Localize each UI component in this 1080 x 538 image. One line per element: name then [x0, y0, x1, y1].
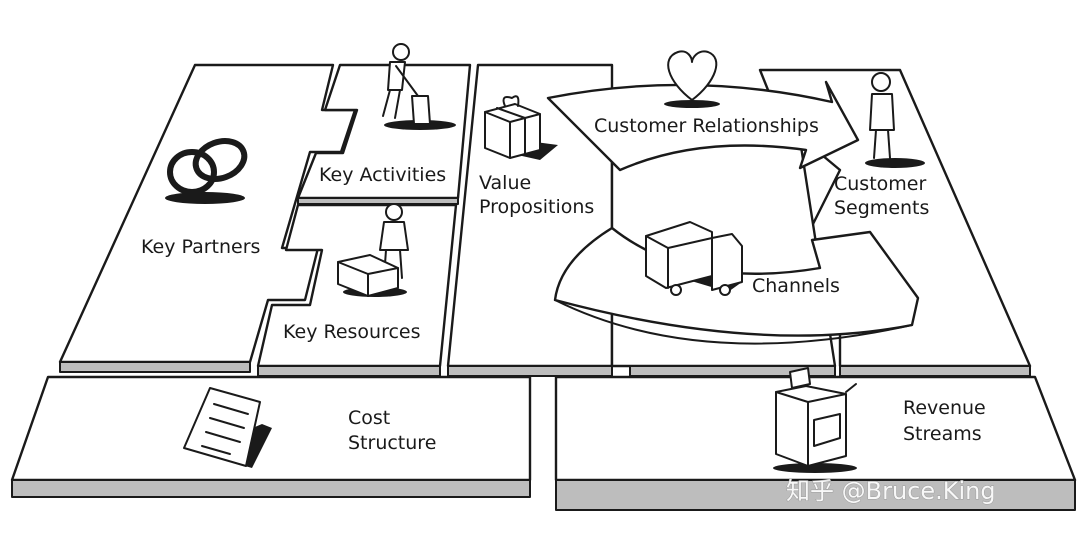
customer-relationships-label: Customer Relationships [594, 115, 819, 137]
customer-segments-label-line2: Segments [834, 197, 929, 219]
revenue-streams-label-line1: Revenue [903, 397, 986, 419]
key-partners-block [58, 63, 357, 373]
document-icon [183, 387, 272, 468]
value-propositions-label-line2: Propositions [479, 196, 594, 218]
key-partners-label: Key Partners [141, 236, 260, 258]
revenue-streams-label-line2: Streams [903, 423, 982, 445]
cost-structure-label-line2: Structure [348, 432, 436, 454]
cash-register-icon [773, 367, 857, 473]
key-activities-label: Key Activities [319, 164, 446, 186]
heart-icon [664, 50, 720, 108]
customer-relationships-arrow [546, 80, 860, 172]
digging-person-icon [382, 43, 456, 130]
channels-label: Channels [752, 275, 840, 297]
delivery-truck-icon [645, 221, 743, 296]
cost-structure-block [10, 375, 532, 498]
customer-segments-label-line1: Customer [834, 173, 926, 195]
gift-box-icon [484, 95, 558, 160]
watermark-text: 知乎 @Bruce.King [786, 477, 996, 505]
worker-with-cart-icon [337, 203, 409, 297]
standing-person-icon [865, 72, 925, 168]
cost-structure-label-line1: Cost [348, 407, 390, 429]
value-propositions-label-line1: Value [479, 172, 531, 194]
key-resources-label: Key Resources [283, 321, 421, 343]
chain-links-icon [165, 138, 248, 204]
